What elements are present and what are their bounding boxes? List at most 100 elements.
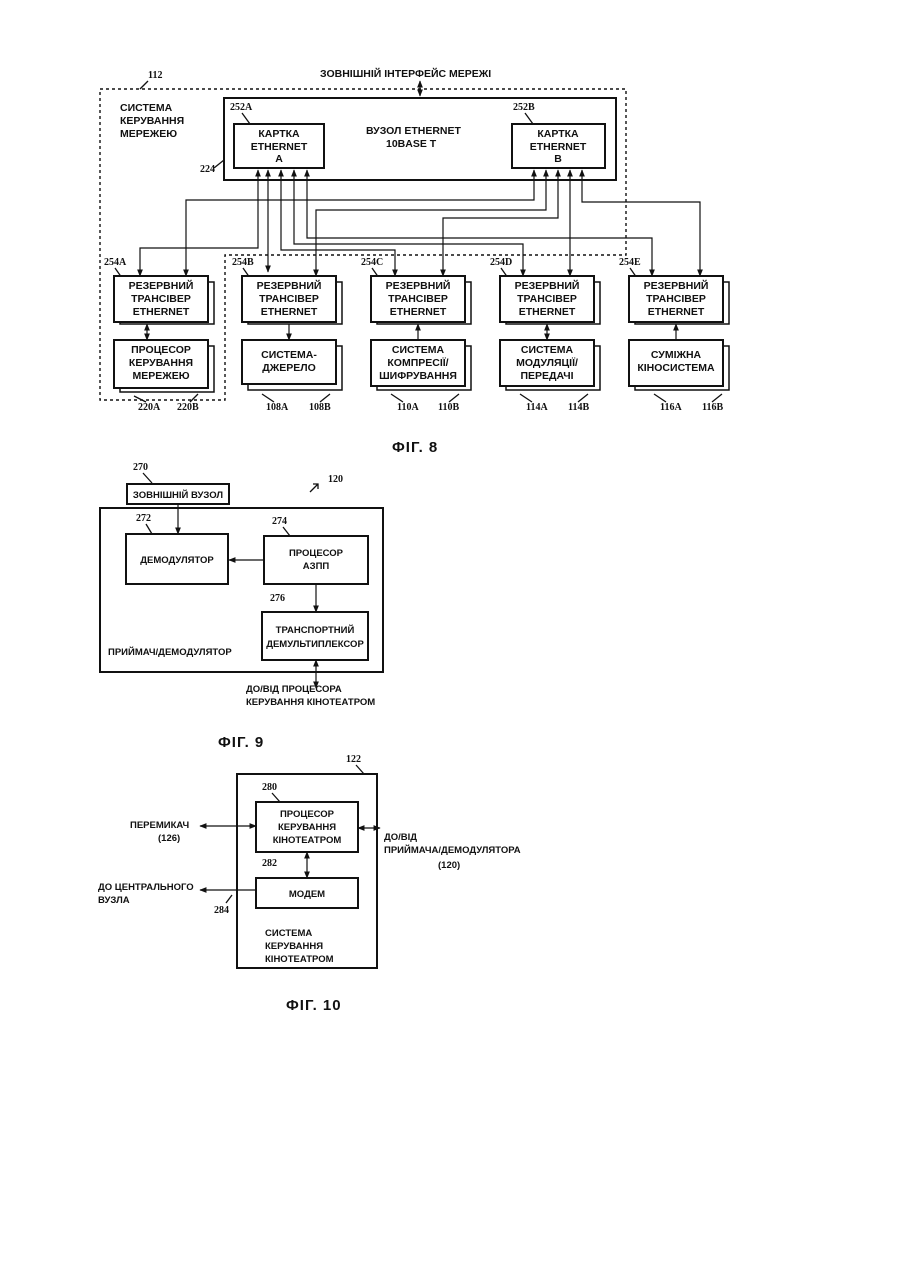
cinema-processor-line-3: КІНОТЕАТРОМ	[273, 835, 342, 846]
compression-system-line-1: СИСТЕМА	[392, 344, 445, 356]
transceivers-row: 254A РЕЗЕРВНИЙ ТРАНСІВЕР ETHERNET 254B Р…	[104, 257, 729, 324]
figure-10-caption: ФІГ. 10	[286, 997, 342, 1014]
transceiver-254d-line-3: ETHERNET	[519, 306, 576, 318]
ref-220b: 220B	[177, 402, 199, 413]
transceiver-254b-line-3: ETHERNET	[261, 306, 318, 318]
card-a-line-3: A	[275, 153, 283, 165]
cinema-processor-line-1: ПРОЦЕСОР	[280, 809, 335, 820]
modulation-system-line-2: МОДУЛЯЦІЇ/	[516, 356, 578, 369]
figure-8-caption: ФІГ. 8	[392, 439, 438, 456]
transceiver-254e-line-2: ТРАНСІВЕР	[646, 293, 706, 305]
ref-220a: 220A	[138, 402, 161, 413]
nm-processor-line-1: ПРОЦЕСОР	[131, 344, 191, 356]
ref-108b: 108B	[309, 402, 331, 413]
ref-282: 282	[262, 858, 277, 869]
transceiver-254d-line-1: РЕЗЕРВНИЙ	[515, 279, 580, 292]
adjacent-cinema-line-2: КІНОСИСТЕМА	[637, 362, 715, 374]
source-system-line-2: ДЖЕРЕЛО	[262, 362, 316, 374]
demodulator-label: ДЕМОДУЛЯТОР	[140, 555, 214, 566]
ref-274: 274	[272, 516, 287, 527]
nms-title-line-1: СИСТЕМА	[120, 102, 173, 114]
ref-114b: 114B	[568, 402, 589, 413]
figure-9: 270 ЗОВНІШНІЙ ВУЗОЛ 120 272 ДЕМОДУЛЯТОР …	[100, 462, 383, 751]
transceiver-254b-ref: 254B	[232, 257, 254, 268]
nm-processor-line-2: КЕРУВАННЯ	[129, 357, 193, 369]
system-label-line-1: СИСТЕМА	[265, 928, 312, 939]
fec-processor-line-2: АЗПП	[303, 561, 330, 572]
ref-122: 122	[346, 754, 361, 765]
card-b-line-1: КАРТКА	[537, 128, 579, 140]
external-interface-label: ЗОВНІШНІЙ ІНТЕРФЕЙС МЕРЕЖІ	[320, 67, 491, 80]
system-label-line-2: КЕРУВАННЯ	[265, 941, 323, 952]
card-b-line-2: ETHERNET	[530, 141, 587, 153]
fec-processor-line-1: ПРОЦЕСОР	[289, 548, 344, 559]
transceiver-254c-line-1: РЕЗЕРВНИЙ	[386, 279, 451, 292]
ref-112-leader	[140, 81, 148, 89]
transceiver-254a-ref: 254A	[104, 257, 127, 268]
link-card-a-254e	[307, 170, 652, 276]
ref-108-leaders	[262, 394, 330, 402]
figure-9-caption: ФІГ. 9	[218, 734, 264, 751]
ref-224: 224	[200, 164, 215, 175]
transceiver-254e-line-3: ETHERNET	[648, 306, 705, 318]
ref-220-leaders	[134, 394, 198, 402]
transceiver-254d-ref: 254D	[490, 257, 512, 268]
fec-processor-box	[264, 536, 368, 584]
to-from-receiver-line-2: ПРИЙМАЧА/ДЕМОДУЛЯТОРА	[384, 844, 521, 856]
to-from-cinema-line-2: КЕРУВАННЯ КІНОТЕАТРОМ	[246, 697, 375, 708]
transceiver-254a-line-2: ТРАНСІВЕР	[131, 293, 191, 305]
card-b-line-3: B	[554, 153, 562, 165]
compression-system-line-2: КОМПРЕСІЇ/	[387, 356, 448, 369]
to-from-receiver-line-3: (120)	[438, 860, 460, 871]
transceiver-254d-line-2: ТРАНСІВЕР	[517, 293, 577, 305]
switch-line-2: (126)	[158, 833, 180, 844]
transceiver-254c-line-3: ETHERNET	[390, 306, 447, 318]
to-central-line-1: ДО ЦЕНТРАЛЬНОГО	[98, 882, 194, 893]
transceiver-254b-line-1: РЕЗЕРВНИЙ	[257, 279, 322, 292]
ref-284-leader	[226, 895, 232, 903]
ref-270-leader	[143, 473, 152, 483]
to-from-cinema-line-1: ДО/ВІД ПРОЦЕСОРА	[246, 684, 342, 695]
ref-116b: 116B	[702, 402, 723, 413]
ref-108a: 108A	[266, 402, 289, 413]
to-from-receiver-line-1: ДО/ВІД	[384, 832, 417, 843]
nm-processor-line-3: МЕРЕЖЕЮ	[132, 370, 189, 382]
ref-224-leader	[214, 160, 224, 168]
transport-demux-line-2: ДЕМУЛЬТИПЛЕКСОР	[266, 639, 364, 650]
ref-280: 280	[262, 782, 277, 793]
compression-system-line-3: ШИФРУВАННЯ	[379, 370, 457, 382]
ref-276: 276	[270, 593, 285, 604]
external-node-label: ЗОВНІШНІЙ ВУЗОЛ	[133, 489, 223, 501]
card-a-line-2: ETHERNET	[251, 141, 308, 153]
ref-112: 112	[148, 70, 162, 81]
ref-110a: 110A	[397, 402, 419, 413]
transceiver-254b-line-2: ТРАНСІВЕР	[259, 293, 319, 305]
transceiver-254e-line-1: РЕЗЕРВНИЙ	[644, 279, 709, 292]
ref-110b: 110B	[438, 402, 459, 413]
receiver-demodulator-label: ПРИЙМАЧ/ДЕМОДУЛЯТОР	[108, 646, 232, 658]
ref-116a: 116A	[660, 402, 682, 413]
nms-title-line-2: КЕРУВАННЯ	[120, 115, 184, 127]
ref-110-leaders	[391, 394, 459, 402]
ethernet-node-label-2: 10BASE T	[386, 138, 437, 150]
card-b-ref: 252B	[513, 102, 535, 113]
transceiver-254a-line-3: ETHERNET	[133, 306, 190, 318]
switch-line-1: ПЕРЕМИКАЧ	[130, 820, 190, 831]
modulation-system-line-3: ПЕРЕДАЧІ	[520, 370, 573, 382]
figure-10: 122 280 ПРОЦЕСОР КЕРУВАННЯ КІНОТЕАТРОМ П…	[98, 754, 521, 1014]
ref-272: 272	[136, 513, 151, 524]
card-a-ref: 252A	[230, 102, 253, 113]
ref-270: 270	[133, 462, 148, 473]
systems-row: ПРОЦЕСОР КЕРУВАННЯ МЕРЕЖЕЮ 220A 220B СИС…	[114, 340, 729, 413]
ref-120-arrow	[310, 484, 318, 492]
modem-label: МОДЕМ	[289, 889, 325, 900]
transceiver-system-links	[147, 324, 676, 340]
ref-120: 120	[328, 474, 343, 485]
link-card-a-254d	[294, 170, 523, 276]
ethernet-wiring	[140, 170, 700, 276]
nms-title-line-3: МЕРЕЖЕЮ	[120, 128, 177, 140]
transceiver-254c-line-2: ТРАНСІВЕР	[388, 293, 448, 305]
figure-8: ЗОВНІШНІЙ ІНТЕРФЕЙС МЕРЕЖІ 112 СИСТЕМА К…	[100, 67, 729, 456]
source-system-line-1: СИСТЕМА-	[261, 349, 317, 361]
ref-114a: 114A	[526, 402, 548, 413]
